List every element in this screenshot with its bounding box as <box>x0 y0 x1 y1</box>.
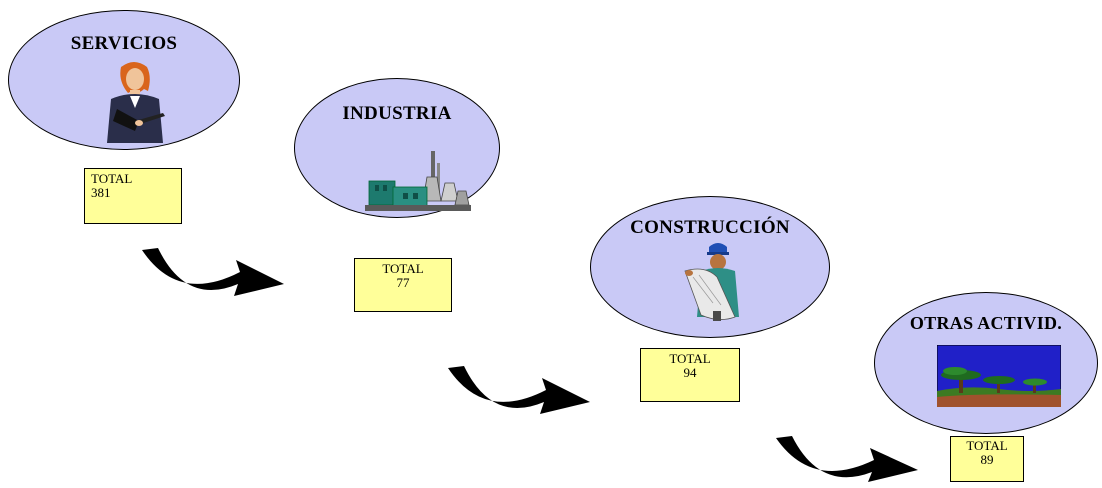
sector-servicios-title: SERVICIOS <box>70 33 178 54</box>
sector-otras-total-box: TOTAL 89 <box>950 436 1024 482</box>
construction-worker-icon <box>684 243 739 321</box>
sector-construccion-total-value: 94 <box>683 365 697 380</box>
sector-industria-total-box: TOTAL 77 <box>354 258 452 312</box>
sector-construccion-title: CONSTRUCCIÓN <box>630 217 790 238</box>
sector-construccion-ellipse: CONSTRUCCIÓN <box>590 196 830 338</box>
sector-servicios-ellipse: SERVICIOS <box>8 10 240 150</box>
sector-otras-ellipse: OTRAS ACTIVID. <box>874 292 1098 434</box>
sector-servicios-total-label: TOTAL <box>91 171 133 186</box>
sector-industria-ellipse: INDUSTRIA <box>294 78 500 218</box>
curved-arrow-icon <box>776 436 918 482</box>
sector-construccion-total-box: TOTAL 94 <box>640 348 740 402</box>
sector-otras-total-value: 89 <box>980 452 994 467</box>
sector-servicios-total-box: TOTAL 381 <box>84 168 182 224</box>
sector-construccion-total-label: TOTAL <box>669 351 711 366</box>
factory-icon <box>365 151 471 211</box>
sector-industria-total-label: TOTAL <box>382 261 424 276</box>
sector-otras-total-label: TOTAL <box>966 438 1008 453</box>
sector-industria-total-value: 77 <box>396 275 410 290</box>
curved-arrow-icon <box>448 366 590 414</box>
sector-industria-title: INDUSTRIA <box>342 103 452 124</box>
sector-servicios-total-value: 381 <box>91 185 111 200</box>
businesswoman-icon <box>107 62 165 143</box>
curved-arrow-icon <box>142 248 284 296</box>
landscape-icon <box>937 345 1061 407</box>
sector-otras-title: OTRAS ACTIVID. <box>909 313 1063 333</box>
